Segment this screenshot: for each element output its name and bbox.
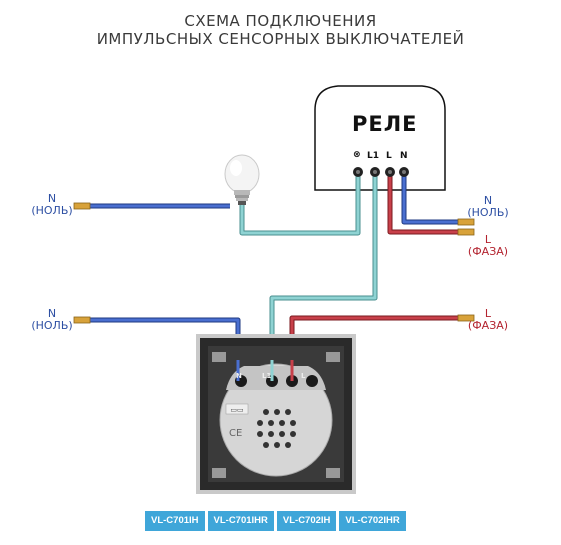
relay-terminal-l: L bbox=[386, 151, 392, 161]
label-neutral-top-right: N (НОЛЬ) bbox=[453, 195, 523, 219]
label-letter: N bbox=[483, 194, 493, 207]
relay-terminal-lamp: ⊗ bbox=[353, 150, 361, 160]
label-letter: N bbox=[47, 192, 57, 205]
label-phase-bottom-right: L (ФАЗА) bbox=[453, 308, 523, 332]
relay-terminals bbox=[353, 167, 409, 177]
label-name: (НОЛЬ) bbox=[467, 206, 509, 219]
label-letter: L bbox=[484, 307, 492, 320]
svg-text:▭▭: ▭▭ bbox=[230, 406, 243, 414]
diagram-title-line1: СХЕМА ПОДКЛЮЧЕНИЯ bbox=[184, 12, 377, 30]
label-name: (ФАЗА) bbox=[467, 245, 509, 258]
label-letter: L bbox=[484, 233, 492, 246]
relay-box bbox=[314, 85, 446, 191]
label-name: (ФАЗА) bbox=[467, 319, 509, 332]
switch-terminal-l: L bbox=[301, 372, 306, 380]
relay-terminal-n: N bbox=[400, 151, 408, 161]
label-letter: N bbox=[47, 307, 57, 320]
label-neutral-top-left: N (НОЛЬ) bbox=[22, 193, 82, 217]
model-badge: VL-C701IHR bbox=[207, 511, 274, 531]
wire-ends bbox=[73, 202, 475, 324]
label-name: (НОЛЬ) bbox=[31, 319, 73, 332]
switch-back-plate: ▭▭ CE bbox=[196, 334, 356, 494]
label-phase-top-right: L (ФАЗА) bbox=[453, 234, 523, 258]
label-name: (НОЛЬ) bbox=[31, 204, 73, 217]
switch-terminal-l1: L1 bbox=[262, 372, 272, 380]
lamp-icon bbox=[224, 154, 260, 205]
model-badge: VL-C702IHR bbox=[339, 511, 406, 531]
model-badge: VL-C702IH bbox=[276, 511, 337, 531]
label-neutral-bottom-left: N (НОЛЬ) bbox=[22, 308, 82, 332]
svg-text:CE: CE bbox=[229, 428, 242, 439]
model-badge: VL-C701IH bbox=[145, 511, 205, 531]
diagram-title-line2: ИМПУЛЬСНЫХ СЕНСОРНЫХ ВЫКЛЮЧАТЕЛЕЙ bbox=[96, 30, 465, 48]
relay-label: РЕЛЕ bbox=[352, 112, 418, 136]
switch-terminal-n: N bbox=[236, 372, 242, 380]
relay-terminal-l1: L1 bbox=[367, 151, 379, 161]
model-list: VL-C701IH VL-C701IHR VL-C702IH VL-C702IH… bbox=[145, 511, 406, 531]
